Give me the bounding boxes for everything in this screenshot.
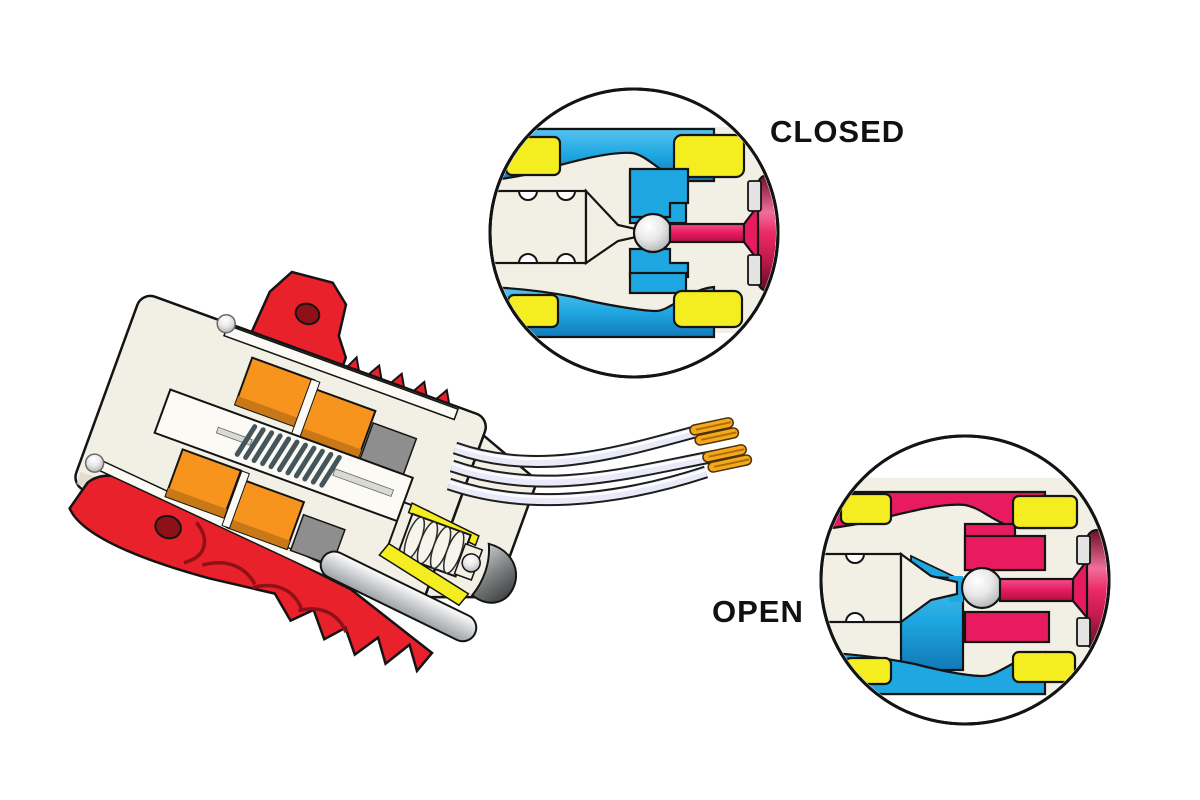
seal-block [672,289,744,329]
guide-pin [319,550,478,643]
plunger-notch [844,553,866,564]
seal-block [1011,494,1079,530]
armature-channel [153,388,415,523]
push-rod-right [332,468,394,498]
rivet-sphere-top [216,313,236,334]
seal-block [672,133,746,179]
flow-passage-column [628,271,688,295]
valve-seat-lower [963,610,1051,644]
lead-wires [446,423,718,507]
plunger-notch [517,190,539,201]
return-spring [234,424,342,488]
wire-terminal-pair [689,417,740,446]
pivot-ball [461,553,481,573]
spring-seat-bar [1076,617,1091,647]
seal-strip-lower [378,542,470,607]
label-open: OPEN [712,594,804,629]
plunger-notch [555,190,577,201]
label-closed: CLOSED [770,114,906,149]
lead-wire [446,465,709,507]
seal-block [506,293,560,329]
seal-block [1011,650,1077,684]
detail-view-closed [488,87,780,379]
plunger-notch [555,253,577,264]
spring-seat-bar [747,254,762,286]
valve-tip-dome [470,542,518,604]
valve-ball [632,212,674,254]
valve-stem [668,222,748,244]
plunger [823,552,903,624]
coil-shade [226,518,290,550]
plunger [492,189,588,265]
detail-circle-outline [819,434,1111,726]
spring-seat-bar [747,180,762,212]
detail-circle-outline [488,87,780,379]
valve-stem [998,577,1080,603]
fin-shading [183,521,348,633]
valve-disc [756,173,776,293]
valve-ball [960,566,1004,610]
detail-view-open [819,434,1111,726]
coil-shade [235,396,301,428]
rivet-sphere-bottom [84,453,105,473]
needle-taper [899,551,959,625]
coil-shade [165,487,227,518]
valve-seat-upper [628,167,690,219]
coil-shade [298,427,362,458]
bracket-hole-top [294,302,321,326]
bracket-hole-bottom [154,514,182,540]
spring-seat-bar [1076,535,1091,565]
plunger-notch [517,253,539,264]
coil-divider [221,470,250,529]
solenoid-cutaway [68,270,539,674]
lead-wire [452,423,704,468]
wire-terminal-pair [702,444,753,473]
plunger-notch [844,612,866,623]
armature-ribs [403,516,465,574]
valve-seat-upper [963,534,1047,572]
lead-wire [449,449,718,488]
